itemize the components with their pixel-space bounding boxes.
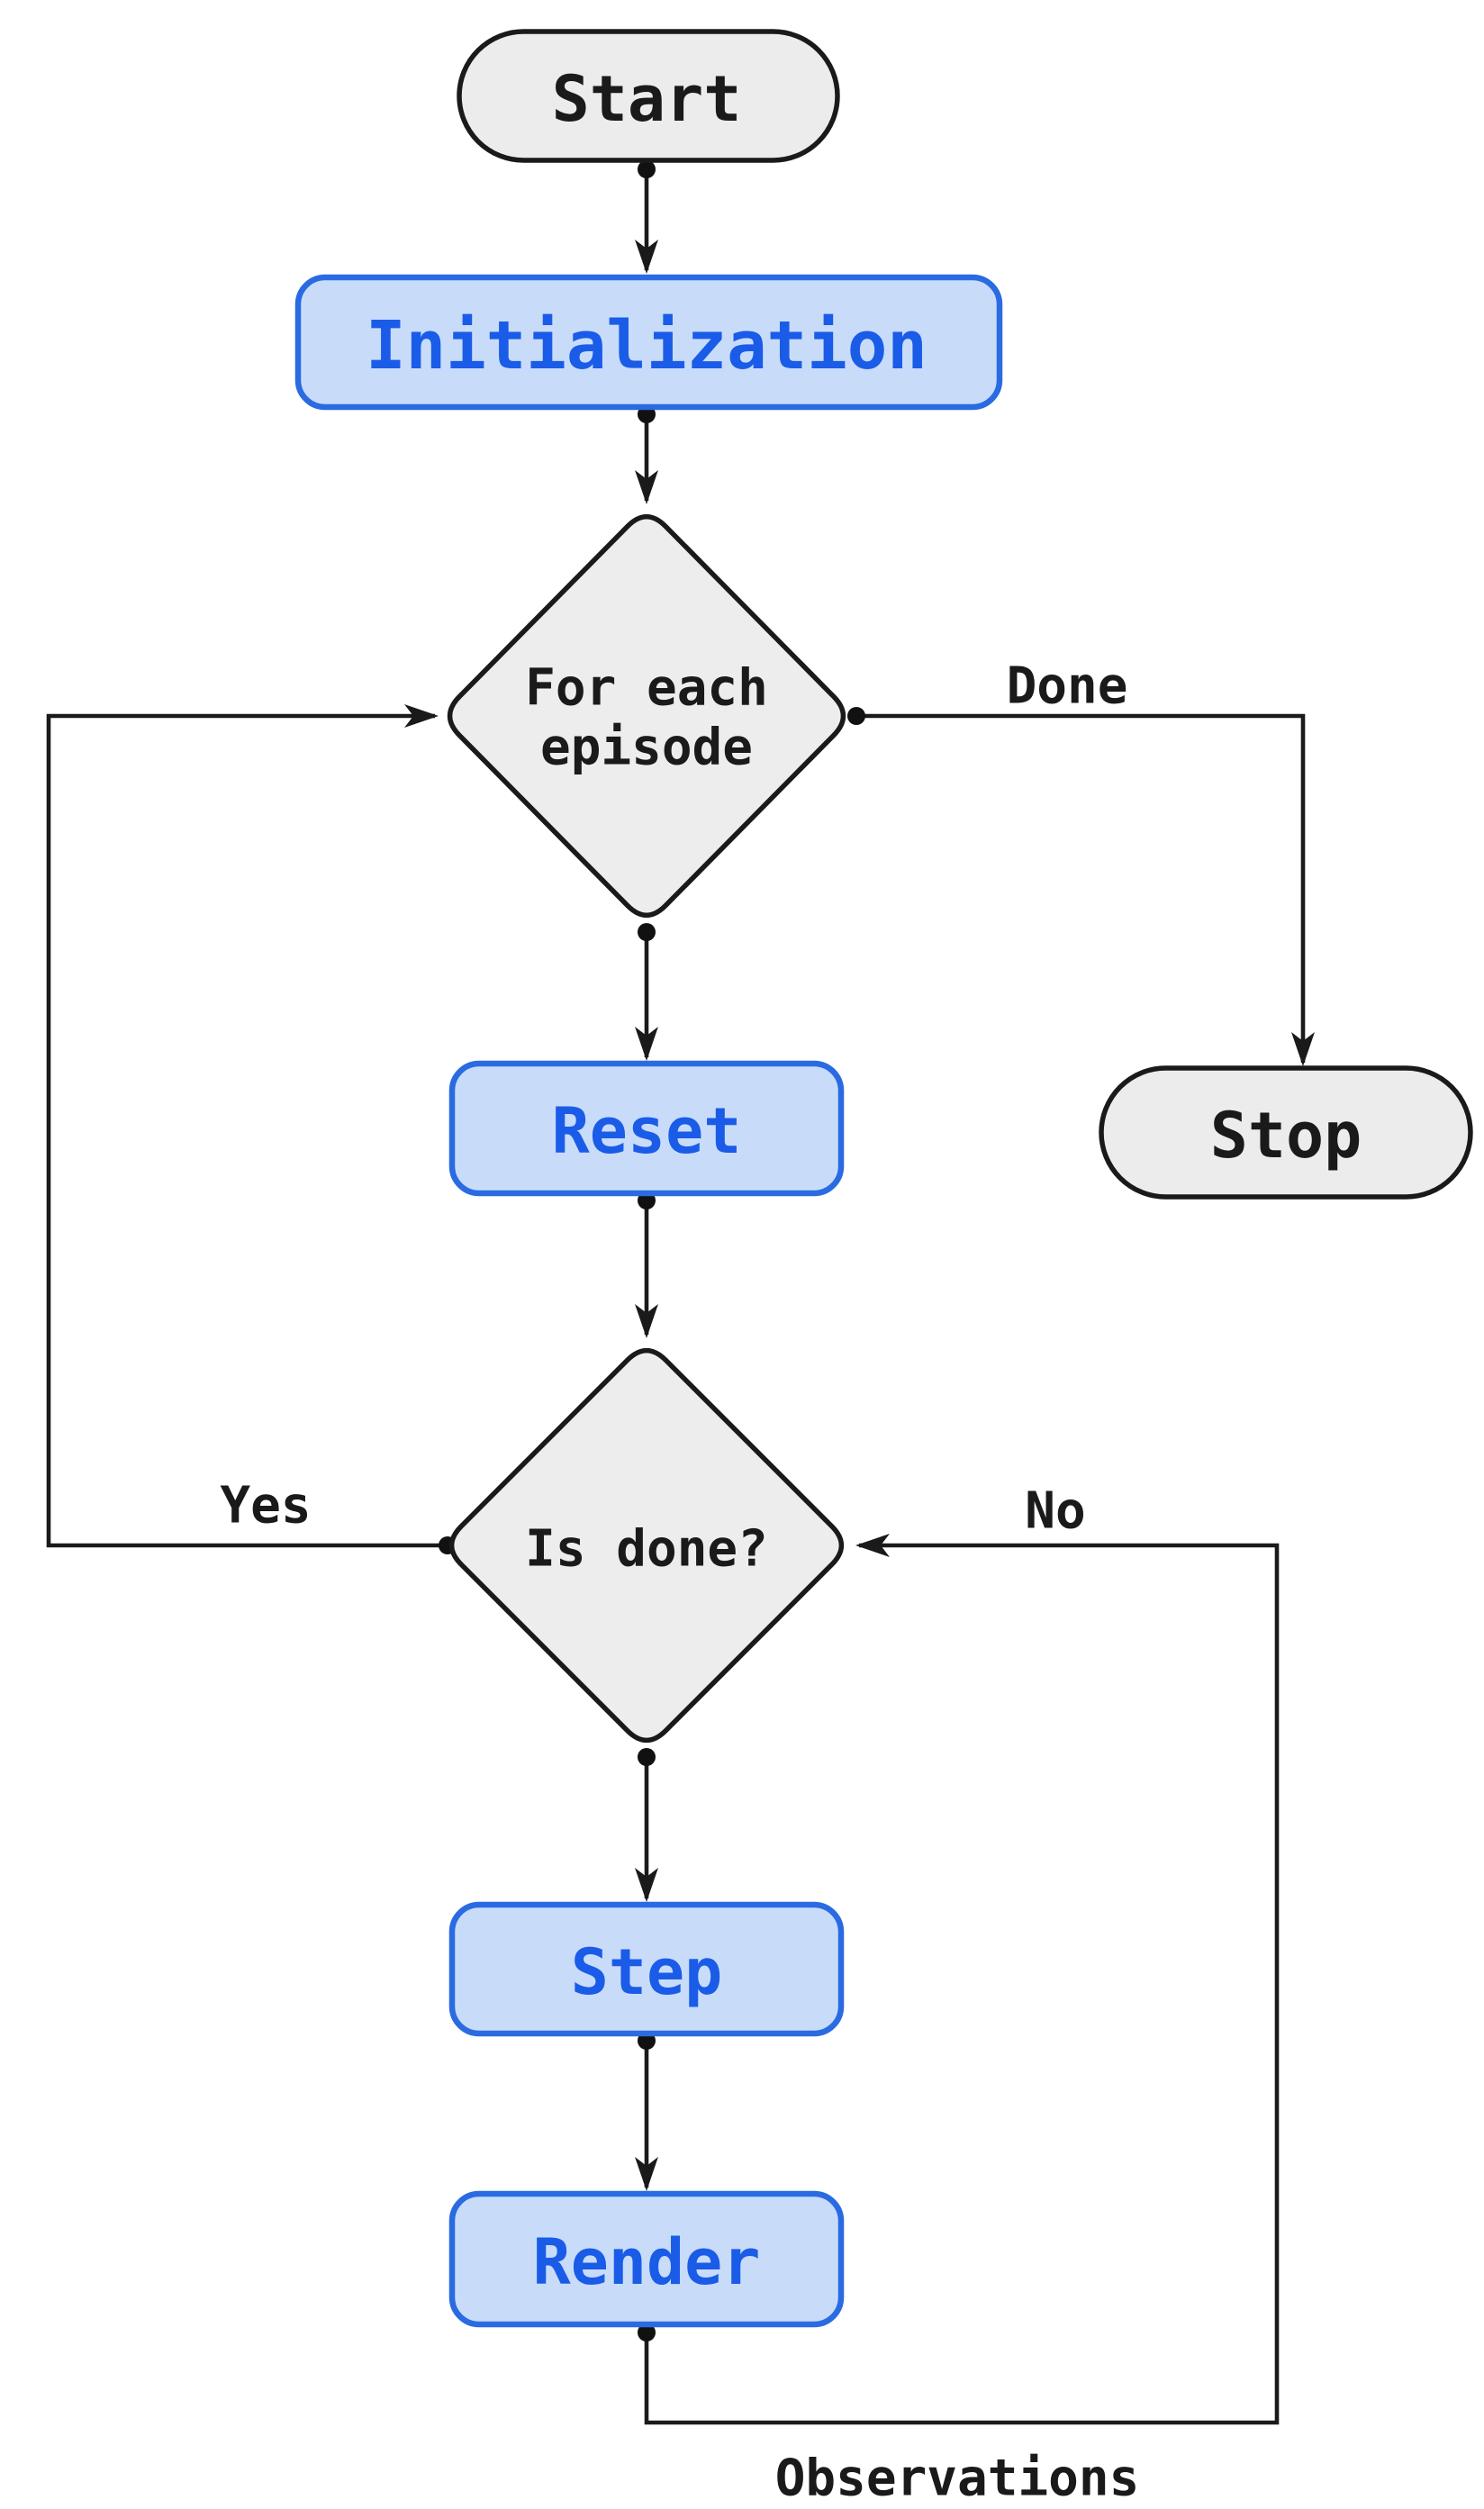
node-stop-shape (1099, 1065, 1473, 1200)
edge-label-no: No (1025, 1482, 1085, 1541)
edge-origin-dot (847, 707, 865, 725)
node-is-done-shape (448, 1347, 845, 1744)
edge-labels: Done Yes No Observations (220, 657, 1139, 2508)
edge-origin-dot (638, 160, 656, 178)
edge-foreach-stop (856, 713, 1315, 1066)
node-stop-label: Stop (1210, 1099, 1362, 1173)
node-start-shape (457, 29, 840, 163)
node-stop: Stop (1099, 1065, 1473, 1200)
edge-render-isdone-observations (644, 1534, 1280, 2425)
node-for-each-episode-shape (447, 513, 846, 919)
edges (46, 160, 1315, 2425)
node-is-done-label: Is done? (525, 1520, 768, 1579)
edge-origin-dot (638, 1748, 656, 1766)
node-for-each-episode: For each episode (447, 513, 846, 919)
node-initialization-label: Initialization (366, 307, 928, 385)
edge-origin-dot (638, 2323, 656, 2341)
node-reset-shape (448, 1060, 845, 1197)
node-render-label: Render (533, 2225, 761, 2299)
node-start: Start (457, 29, 840, 163)
node-reset-label: Reset (552, 1094, 742, 1168)
node-start-label: Start (552, 62, 742, 136)
node-is-done: Is done? (448, 1347, 845, 1744)
node-for-each-episode-line1: For each (525, 659, 768, 718)
edge-label-observations: Observations (775, 2450, 1140, 2508)
node-initialization: Initialization (294, 274, 1003, 411)
node-step-shape (448, 1901, 845, 2037)
edge-label-yes: Yes (220, 1477, 311, 1535)
node-reset: Reset (448, 1060, 845, 1197)
node-step-label: Step (571, 1935, 723, 2009)
node-step: Step (448, 1901, 845, 2037)
node-render: Render (448, 2190, 845, 2328)
edge-isdone-foreach-yes (46, 704, 446, 1548)
edge-label-done: Done (1007, 657, 1128, 716)
node-render-shape (448, 2190, 845, 2328)
node-for-each-episode-line2: episode (540, 719, 753, 777)
node-initialization-shape (294, 274, 1003, 411)
edge-origin-dot (638, 923, 656, 941)
